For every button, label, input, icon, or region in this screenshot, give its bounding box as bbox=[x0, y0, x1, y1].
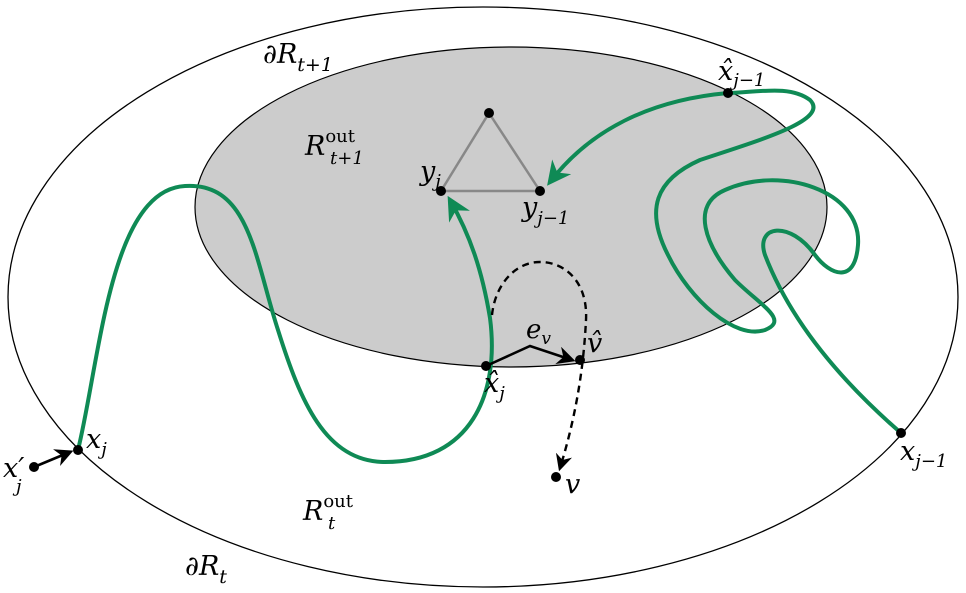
label-x-j: xj bbox=[86, 424, 107, 460]
label-xhat-j1: x̂j−1 bbox=[718, 56, 765, 91]
label-xprime-j: x′j bbox=[3, 453, 24, 497]
dashed-path bbox=[490, 260, 588, 472]
vertices bbox=[29, 88, 906, 482]
vertex-x-j bbox=[73, 445, 83, 455]
vertex-v-hat bbox=[575, 355, 585, 365]
vertex-x-j1 bbox=[896, 428, 906, 438]
label-y-j1: yj−1 bbox=[521, 192, 569, 229]
label-dR-t1: ∂Rt+1 bbox=[263, 39, 333, 76]
label-x-j1: xj−1 bbox=[900, 436, 947, 472]
label-v-hat: v̂ bbox=[587, 328, 602, 359]
vertex-triangle-top bbox=[484, 108, 494, 118]
green-path-xj1-to-xhatj1 bbox=[654, 88, 903, 435]
outer-boundary-R-t bbox=[7, 6, 959, 588]
vertex-v bbox=[551, 472, 561, 482]
vertex-xhat-j1 bbox=[723, 88, 733, 98]
label-dR-t: ∂Rt bbox=[185, 551, 227, 588]
vertex-y-j1 bbox=[535, 186, 545, 196]
edge-e-v bbox=[485, 344, 576, 368]
inner-region-R-t1-out bbox=[194, 46, 828, 368]
green-arrow-xhatj1-to-yj1 bbox=[547, 91, 729, 186]
vertex-xhat-j bbox=[481, 361, 491, 371]
label-xhat-j: x̂j bbox=[484, 368, 505, 404]
label-v: v bbox=[565, 469, 580, 500]
triangle bbox=[439, 112, 542, 193]
label-y-j: yj bbox=[419, 156, 441, 192]
vertex-xprime-j bbox=[29, 462, 39, 472]
vertex-y-j bbox=[436, 186, 446, 196]
label-e-v: ev bbox=[526, 315, 551, 349]
green-path-xj-to-yj bbox=[76, 183, 494, 465]
arrow-xprimej-to-xj bbox=[33, 449, 74, 469]
